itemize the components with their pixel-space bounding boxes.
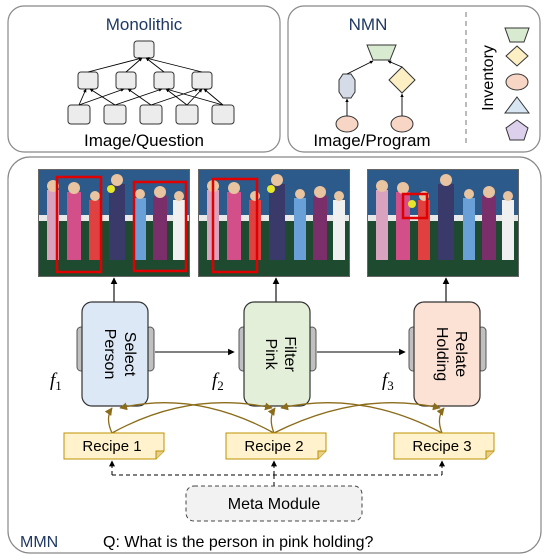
module-line2: Pink [262, 338, 279, 370]
monolithic-panel: Monolithic [7, 5, 281, 153]
nmn-panel: NMN Image/Program Inventory [287, 5, 541, 153]
scene-photo-3 [367, 169, 519, 277]
mmn-label: MMN [20, 534, 58, 551]
question-text: Q: What is the person in pink holding? [103, 534, 373, 551]
nmn-title: NMN [349, 15, 388, 34]
meta-module-label: Meta Module [228, 496, 321, 513]
trapezoid-module-shape [366, 44, 397, 61]
inventory-ellipse-icon [505, 73, 529, 91]
network-node [139, 104, 163, 125]
nmn-caption: Image/Program [313, 131, 430, 150]
diamond-module-shape [388, 66, 416, 94]
meta-module: Meta Module [185, 485, 363, 522]
image-node-shape [335, 115, 359, 133]
inventory-triangle-icon [504, 96, 530, 114]
program-node-shape [390, 115, 414, 133]
scene-photo-2 [198, 169, 350, 277]
recipe-label: Recipe 3 [412, 438, 471, 455]
network-node [77, 71, 99, 90]
scene-photo-1 [38, 169, 190, 277]
recipe-card: Recipe 1 [63, 432, 165, 460]
network-node [103, 104, 127, 125]
recipe-card: Recipe 3 [393, 432, 495, 460]
module-filter-pink: Filter Pink f2 [212, 301, 317, 407]
module-line2: Holding [433, 327, 450, 381]
module-line1: Relate [452, 331, 469, 377]
network-node [133, 40, 155, 59]
recipe-label: Recipe 1 [82, 438, 141, 455]
network-node [191, 71, 213, 90]
module-line1: Filter [281, 336, 298, 372]
network-node [67, 104, 91, 125]
network-node [115, 71, 137, 90]
function-label: f2 [212, 370, 224, 393]
module-select-person: Select Person f1 [50, 301, 155, 407]
function-label: f3 [382, 370, 394, 393]
recipe-card: Recipe 2 [225, 432, 327, 460]
recipe-label: Recipe 2 [244, 438, 303, 455]
monolithic-caption: Image/Question [84, 131, 204, 150]
network-node [211, 104, 235, 125]
module-line2: Person [101, 329, 118, 380]
network-node [153, 71, 175, 90]
inventory-label: Inventory [480, 45, 497, 111]
hexagon-module-shape [338, 73, 356, 99]
network-node [175, 104, 199, 125]
inventory-diamond-icon [505, 45, 529, 67]
monolithic-network [67, 40, 235, 125]
module-line1: Select [121, 332, 138, 377]
monolithic-title: Monolithic [106, 15, 183, 34]
function-label: f1 [50, 370, 62, 393]
module-relate-holding: Relate Holding f3 [382, 301, 487, 407]
inventory-trapezoid-icon [504, 27, 530, 43]
inventory-pentagon-icon [505, 119, 529, 141]
